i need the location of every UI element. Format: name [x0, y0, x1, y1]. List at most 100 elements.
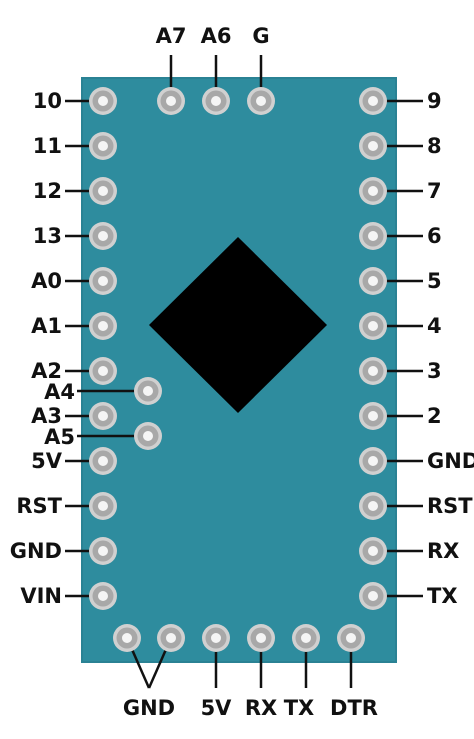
top-pin-a6-label: A6 [201, 24, 232, 48]
left-pin-a0-4-pad-hole [98, 276, 108, 286]
left-pin-12-2-pad [89, 177, 117, 205]
right-pin-3-6-pad-hole [368, 366, 378, 376]
right-pin-7-2-pad-hole [368, 186, 378, 196]
inner-pin-a4-pad [134, 377, 162, 405]
right-pin-9-0-pad [359, 87, 387, 115]
left-pin-a1-5-pad [89, 312, 117, 340]
left-pin-rst-9-pad [89, 492, 117, 520]
right-pin-rx-10-pad [359, 537, 387, 565]
right-pin-4-5-label: 4 [427, 314, 442, 338]
bottom-pin-pad-2 [202, 624, 230, 652]
right-pin-rst-9-pad-hole [368, 501, 378, 511]
left-pin-a2-6-pad-hole [98, 366, 108, 376]
left-pin-13-3-pad-hole [98, 231, 108, 241]
top-pin-g-label: G [252, 24, 269, 48]
bottom-pin-pad-2-hole [211, 633, 221, 643]
top-pin-a6-pad-hole [211, 96, 221, 106]
right-pin-tx-11-label: TX [427, 584, 458, 608]
right-pin-2-7-pad [359, 402, 387, 430]
bottom-pin-pad-3-hole [256, 633, 266, 643]
bottom-pin-pad-1 [157, 624, 185, 652]
left-pin-a2-6-label: A2 [31, 359, 62, 383]
bottom-pin-pad-0 [113, 624, 141, 652]
left-pin-vin-11-pad [89, 582, 117, 610]
right-pin-8-1-label: 8 [427, 134, 442, 158]
top-pin-a7-label: A7 [156, 24, 187, 48]
bottom-pin-pad-4 [292, 624, 320, 652]
right-pin-4-5-pad-hole [368, 321, 378, 331]
top-pin-a7-pad-hole [166, 96, 176, 106]
left-pin-11-1-pad-hole [98, 141, 108, 151]
left-pin-13-3-label: 13 [33, 224, 62, 248]
bottom-pin-rx-2-label: RX [245, 696, 277, 720]
left-pin-5v-8-pad [89, 447, 117, 475]
right-pin-8-1-pad-hole [368, 141, 378, 151]
inner-pin-a4-pad-hole [143, 386, 153, 396]
bottom-pin-pad-0-hole [122, 633, 132, 643]
right-pin-8-1-pad [359, 132, 387, 160]
left-pin-13-3-pad [89, 222, 117, 250]
right-pin-7-2-pad [359, 177, 387, 205]
right-pin-5-4-label: 5 [427, 269, 442, 293]
top-pin-a6-pad [202, 87, 230, 115]
right-pin-2-7-label: 2 [427, 404, 442, 428]
inner-pin-a5-label: A5 [44, 425, 75, 449]
left-pin-11-1-pad [89, 132, 117, 160]
top-pin-g-pad [247, 87, 275, 115]
top-pin-a7-pad [157, 87, 185, 115]
top-pin-g-pad-hole [256, 96, 266, 106]
left-pin-a1-5-pad-hole [98, 321, 108, 331]
bottom-pin-dtr-4-label: DTR [330, 696, 378, 720]
left-pin-5v-8-pad-hole [98, 456, 108, 466]
right-pin-rx-10-pad-hole [368, 546, 378, 556]
right-pin-gnd-8-pad [359, 447, 387, 475]
bottom-pin-pad-5-hole [346, 633, 356, 643]
left-pin-gnd-10-label: GND [10, 539, 62, 563]
right-pin-9-0-label: 9 [427, 89, 442, 113]
pin-pads [89, 87, 387, 652]
left-pin-a0-4-pad [89, 267, 117, 295]
bottom-pin-tx-3-label: TX [284, 696, 315, 720]
bottom-pin-gnd-0-label: GND [123, 696, 175, 720]
left-pin-a2-6-pad [89, 357, 117, 385]
left-pin-rst-9-pad-hole [98, 501, 108, 511]
right-pin-9-0-pad-hole [368, 96, 378, 106]
inner-pin-a4-label: A4 [44, 380, 75, 404]
board-layer [81, 77, 397, 663]
left-pin-a3-7-label: A3 [31, 404, 62, 428]
bottom-pin-pad-1-hole [166, 633, 176, 643]
left-pin-10-0-pad [89, 87, 117, 115]
microcontroller-chip [149, 237, 327, 413]
right-pin-6-3-label: 6 [427, 224, 442, 248]
right-pin-3-6-pad [359, 357, 387, 385]
bottom-pin-pad-5 [337, 624, 365, 652]
right-pin-gnd-8-pad-hole [368, 456, 378, 466]
left-pin-rst-9-label: RST [16, 494, 62, 518]
left-pin-a1-5-label: A1 [31, 314, 62, 338]
right-pin-5-4-pad-hole [368, 276, 378, 286]
right-pin-2-7-pad-hole [368, 411, 378, 421]
right-pin-tx-11-pad-hole [368, 591, 378, 601]
left-pin-vin-11-label: VIN [20, 584, 62, 608]
right-pin-7-2-label: 7 [427, 179, 442, 203]
left-pin-a0-4-label: A0 [31, 269, 62, 293]
right-pin-gnd-8-label: GND [427, 449, 474, 473]
left-pin-vin-11-pad-hole [98, 591, 108, 601]
bottom-pin-pad-3 [247, 624, 275, 652]
right-pin-3-6-label: 3 [427, 359, 442, 383]
inner-pin-a5-pad-hole [143, 431, 153, 441]
bottom-pin-pad-4-hole [301, 633, 311, 643]
right-pin-tx-11-pad [359, 582, 387, 610]
right-pin-rx-10-label: RX [427, 539, 459, 563]
left-pin-12-2-label: 12 [33, 179, 62, 203]
left-pin-11-1-label: 11 [33, 134, 62, 158]
right-pin-rst-9-label: RST [427, 494, 473, 518]
left-pin-a3-7-pad [89, 402, 117, 430]
right-pin-4-5-pad [359, 312, 387, 340]
left-pin-10-0-label: 10 [33, 89, 62, 113]
left-pin-10-0-pad-hole [98, 96, 108, 106]
right-pin-rst-9-pad [359, 492, 387, 520]
inner-pin-a5-pad [134, 422, 162, 450]
left-pin-gnd-10-pad-hole [98, 546, 108, 556]
